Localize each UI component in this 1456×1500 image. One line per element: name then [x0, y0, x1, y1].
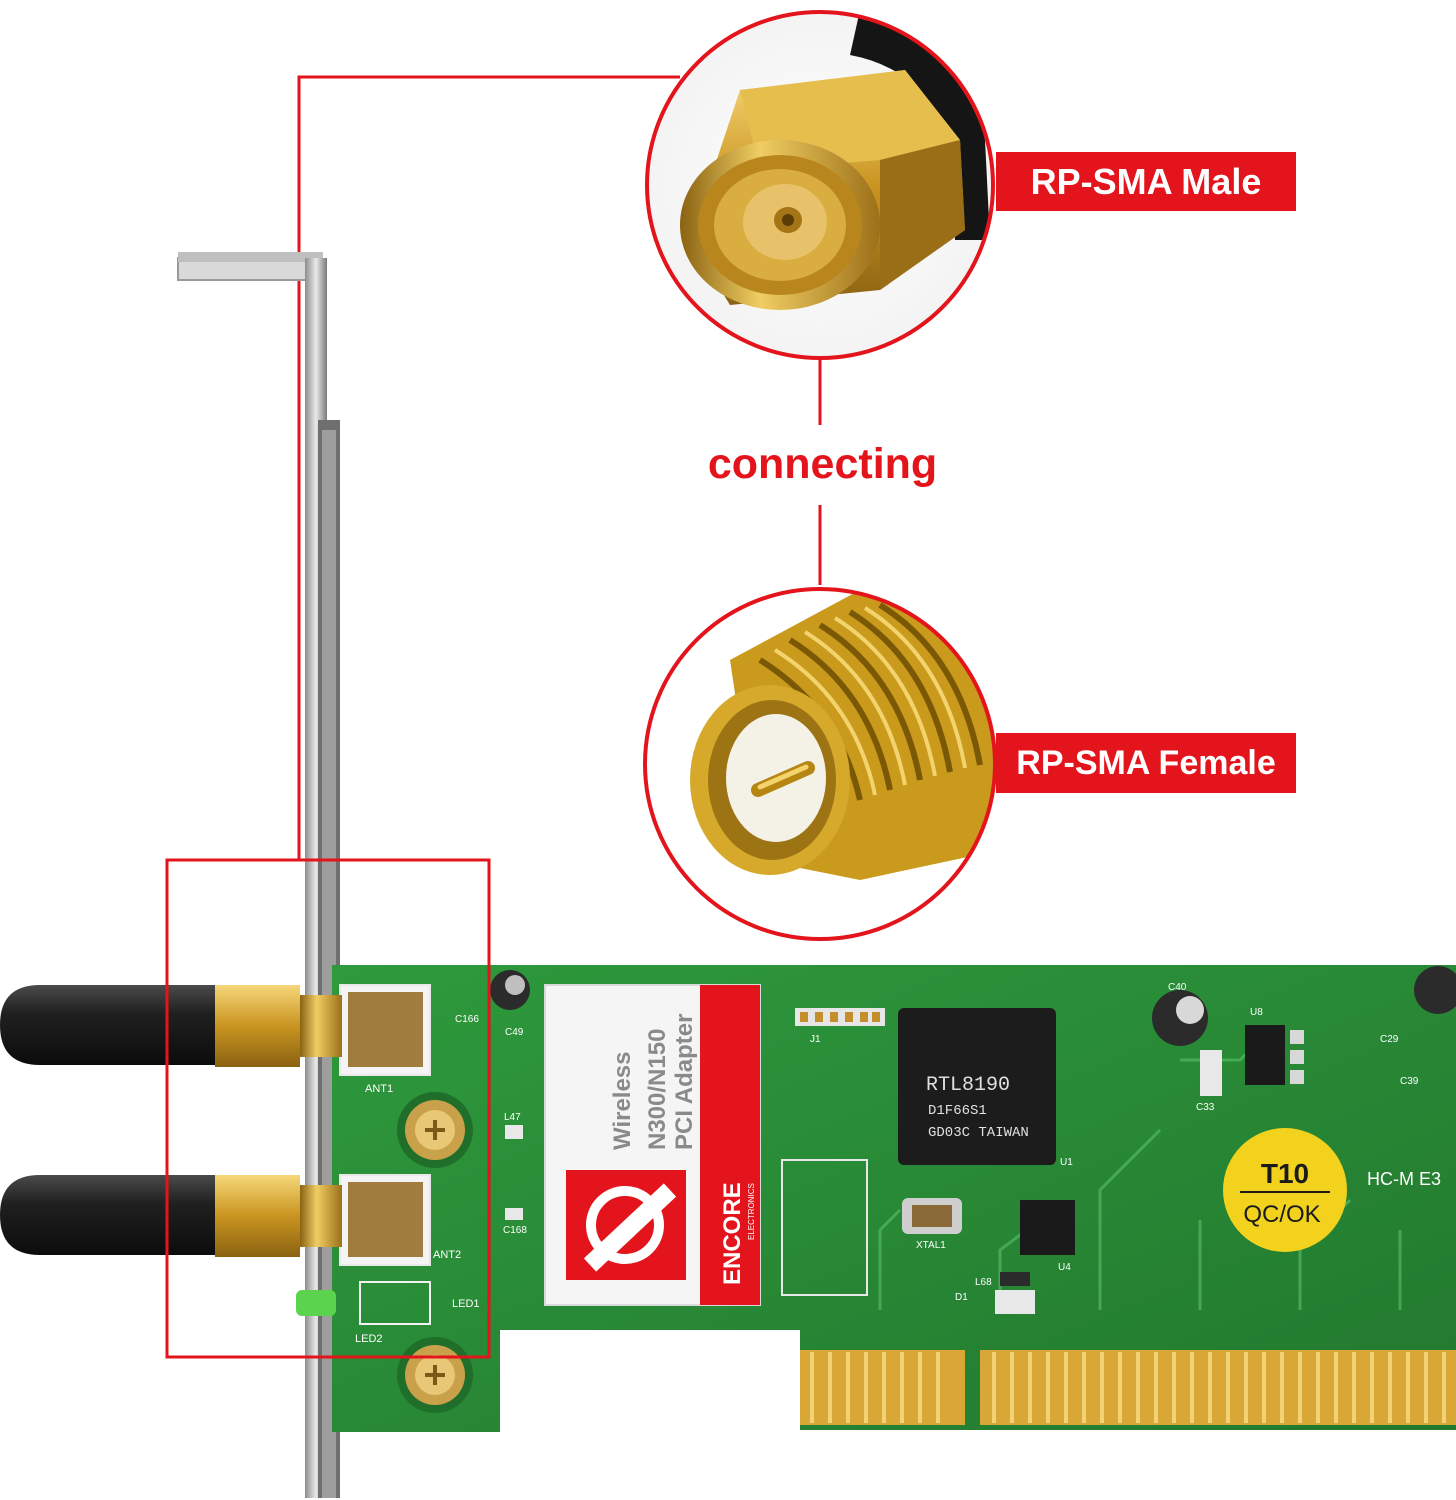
u4-text: U4	[1058, 1262, 1071, 1273]
ant2-text: ANT2	[433, 1249, 461, 1261]
led2-text: LED2	[355, 1333, 383, 1345]
sticker-type-text: PCI Adapter	[671, 1014, 698, 1150]
brand-text: ENCORE	[719, 1182, 746, 1285]
led1-text: LED1	[452, 1298, 480, 1310]
u1-text: U1	[1060, 1157, 1073, 1168]
antenna-highlight-box	[165, 858, 491, 1359]
c29-text: C29	[1380, 1034, 1399, 1045]
rp-sma-female-label: RP-SMA Female	[996, 733, 1296, 793]
qc-code-text: T10	[1261, 1158, 1309, 1189]
c49-text: C49	[505, 1027, 524, 1038]
c168-text: C168	[503, 1225, 527, 1236]
c166-text: C166	[455, 1014, 479, 1025]
rp-sma-male-callout	[645, 10, 995, 360]
l68-text: L68	[975, 1277, 992, 1288]
c33-text: C33	[1196, 1102, 1215, 1113]
callout-lines	[297, 75, 822, 860]
hc-mark-text: HC-M E3	[1367, 1169, 1441, 1189]
pcb-board	[296, 965, 1456, 1432]
sticker-speed-text: N300/N150	[644, 1029, 671, 1150]
j1-text: J1	[810, 1034, 821, 1045]
pcb-silkscreen: ANT1 ANT2 LED1 LED2 C166 C168 C49 C40 C2…	[355, 982, 1441, 1345]
sticker-wireless-text: Wireless	[609, 1051, 636, 1150]
xtal-text: XTAL1	[916, 1240, 946, 1251]
u8-text: U8	[1250, 1007, 1263, 1018]
c40-text: C40	[1168, 982, 1187, 993]
brand-sub-text: ELECTRONICS	[747, 1183, 756, 1240]
rp-sma-male-label: RP-SMA Male	[996, 152, 1296, 211]
antennas	[0, 985, 342, 1257]
d1-text: D1	[955, 1292, 968, 1303]
c39-text: C39	[1400, 1076, 1419, 1087]
chip-batch-text: D1F66S1	[928, 1103, 987, 1119]
connecting-label: connecting	[707, 440, 938, 488]
ant1-text: ANT1	[365, 1083, 393, 1095]
chip-model-text: RTL8190	[926, 1074, 1010, 1097]
qc-status-text: QC/OK	[1243, 1201, 1320, 1228]
l47-text: L47	[504, 1112, 521, 1123]
chip-origin-text: GD03C TAIWAN	[928, 1125, 1029, 1141]
rp-sma-female-callout	[643, 587, 997, 941]
